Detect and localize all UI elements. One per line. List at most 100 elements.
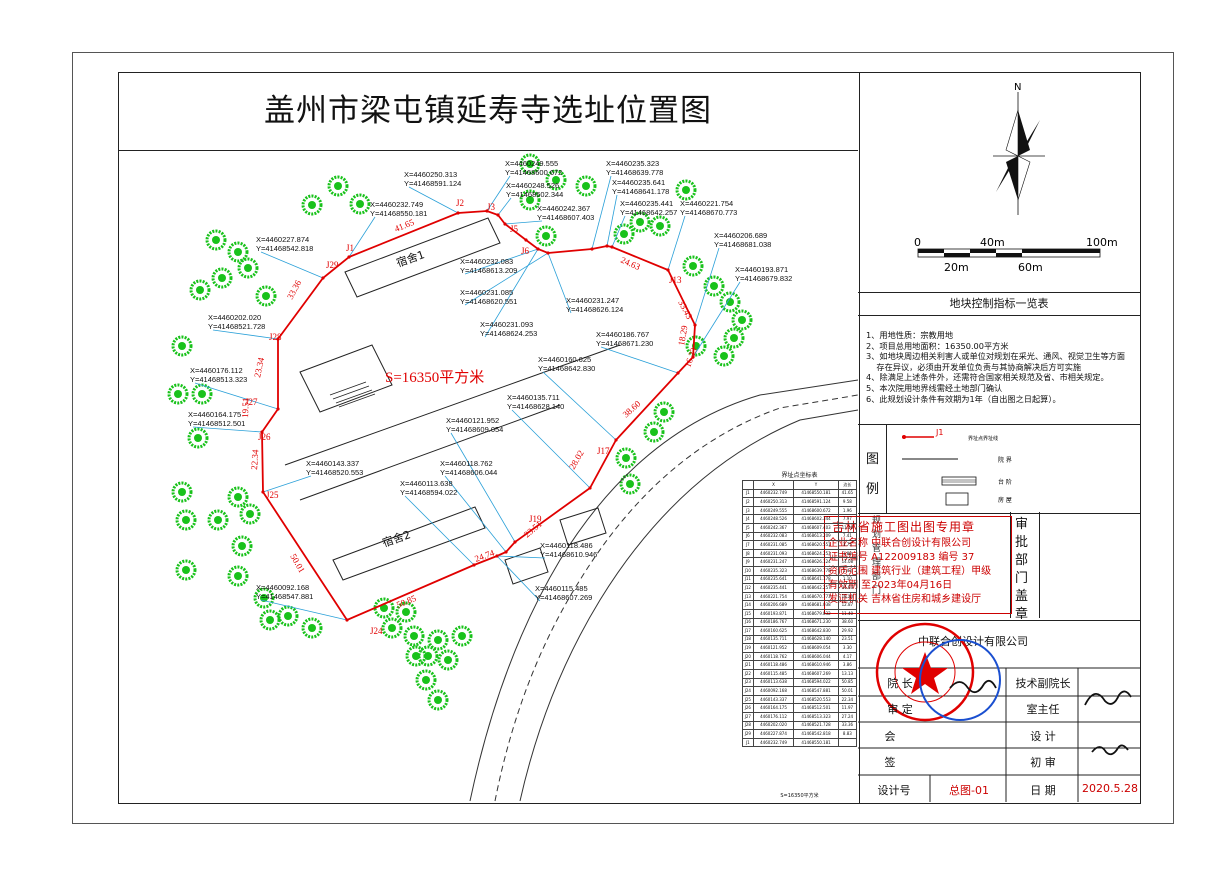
coord-table-cell: 4460160.625 [752, 626, 795, 636]
coord-table-cell: 11.97 [837, 703, 858, 714]
coord-table-cell: 4460232.749 [752, 488, 795, 499]
coord-table-cell: 8.83 [837, 729, 858, 739]
coord-table-cell: 50.01 [837, 686, 858, 696]
coord-y-label: Y=41468550.181 [370, 209, 427, 218]
coord-table-cell: 41468681.038 [793, 600, 839, 610]
control-item: 存在异议，必须由开发单位负责与其协商解决后方可实施 [866, 361, 1082, 372]
tree-icon [301, 194, 323, 216]
tree-icon [349, 193, 371, 215]
red-seal [875, 622, 975, 722]
coord-table-cell: 12.87 [837, 600, 858, 610]
legend-item-text: 台 阶 [998, 478, 1012, 486]
coord-table-cell: 3.86 [837, 660, 858, 671]
coord-table-cell: 4.17 [837, 651, 858, 662]
coord-table-cell: 4460235.441 [752, 583, 795, 593]
leader-line [408, 186, 459, 214]
coord-table-cell: 41468628.140 [793, 634, 839, 645]
coord-table-cell: 1.10 [837, 574, 858, 585]
coord-table-cell: 41468606.044 [793, 651, 839, 662]
coord-table-cell: 41468591.124 [793, 497, 839, 507]
boundary-point [276, 407, 280, 411]
coord-x-label: X=4460242.367 [537, 204, 590, 213]
coord-table-cell: 38.60 [837, 617, 858, 628]
coord-y-label: Y=41468626.124 [566, 305, 623, 314]
leader-line [611, 215, 626, 248]
coord-table-cell: J24 [742, 686, 754, 696]
point-id-label: J19 [529, 514, 542, 524]
approval-label: 审批部门盖章 [1015, 517, 1029, 622]
boundary-point [590, 247, 594, 251]
coord-table-cell: 31.63 [837, 583, 858, 593]
coord-table-cell: 4460232.083 [752, 531, 795, 542]
coord-table-cell: 41468602.344 [793, 514, 839, 524]
title-bar: 盖州市梁屯镇延寿寺选址位置图 [118, 72, 858, 151]
coord-table-cell: 4460231.247 [752, 557, 795, 567]
tree-icon [703, 275, 725, 297]
tree-icon [227, 241, 249, 263]
coord-table-cell: 4460231.093 [752, 548, 795, 559]
coord-table-cell: 33.36 [837, 720, 858, 731]
map-title: 盖州市梁屯镇延寿寺选址位置图 [264, 93, 712, 129]
legend-item-text: 房 屋 [998, 496, 1012, 504]
coord-y-label: Y=41468679.832 [735, 274, 792, 283]
coord-x-label: X=4460113.638 [400, 479, 453, 488]
tree-icon [171, 481, 193, 503]
coord-table-cell: 41468642.830 [793, 626, 839, 636]
coord-table-cell: 1.43 [837, 565, 858, 576]
coord-table-cell: 41468607.269 [793, 669, 839, 679]
scale-label: 0 [914, 236, 921, 249]
tree-icon [255, 285, 277, 307]
tree-icon [649, 215, 671, 237]
coord-table-cell: 4460118.486 [752, 660, 795, 671]
tree-icon [381, 617, 403, 639]
legend-label: 图例 [866, 452, 880, 497]
coord-table-cell: 4460227.874 [752, 729, 795, 739]
leader-line [404, 495, 475, 566]
coord-table-header [742, 480, 754, 490]
tree-icon [613, 223, 635, 245]
coord-table-cell: J27 [742, 712, 754, 722]
leader-line [504, 220, 543, 225]
coord-table-cell: 4460092.168 [752, 686, 795, 696]
point-id-label: J2 [456, 198, 464, 208]
coord-table-cell: 18.23 [837, 591, 858, 602]
north-label: N [1014, 82, 1021, 93]
leader-lines [192, 175, 741, 621]
coord-table-cell: J25 [742, 694, 754, 705]
coord-table-cell: 4460248.526 [752, 514, 795, 524]
leader-line [667, 215, 686, 271]
coord-table-cell: J16 [742, 617, 754, 628]
point-id-label: J6 [521, 246, 530, 256]
coord-table-cell: 41468671.230 [793, 617, 839, 628]
coord-table-cell: 41468607.403 [793, 522, 839, 533]
coord-y-label: Y=41468628.140 [507, 402, 564, 411]
coord-table-cell: J29 [742, 729, 754, 739]
leader-line [464, 252, 549, 306]
coord-table-cell: J2 [742, 497, 754, 507]
coord-table-cell: 41468626.124 [793, 557, 839, 567]
tree-icon [643, 421, 665, 443]
boundary-point [321, 276, 325, 280]
coord-x-label: X=4460115.485 [535, 584, 588, 593]
coord-table-cell: J15 [742, 608, 754, 619]
coord-table-cell: 4460206.689 [752, 600, 795, 610]
area-label: S=16350平方米 [385, 369, 484, 386]
tree-icon [175, 559, 197, 581]
tree-icon [535, 225, 557, 247]
coord-x-label: X=4460186.767 [596, 330, 649, 339]
boundary-point [536, 247, 540, 251]
coord-y-label: Y=41468620.551 [460, 297, 517, 306]
coord-x-label: X=4460143.337 [306, 459, 359, 468]
building-outline [299, 344, 393, 413]
stamp-line: 有效期 至2023年04月16日 [828, 580, 953, 591]
control-item: 3、如地块周边相关利害人或单位对规划在采光、通风、视觉卫生等方面 [866, 351, 1126, 362]
tree-icon [719, 291, 741, 313]
coord-table-cell: 41468610.946 [793, 660, 839, 671]
tree-icon [167, 383, 189, 405]
